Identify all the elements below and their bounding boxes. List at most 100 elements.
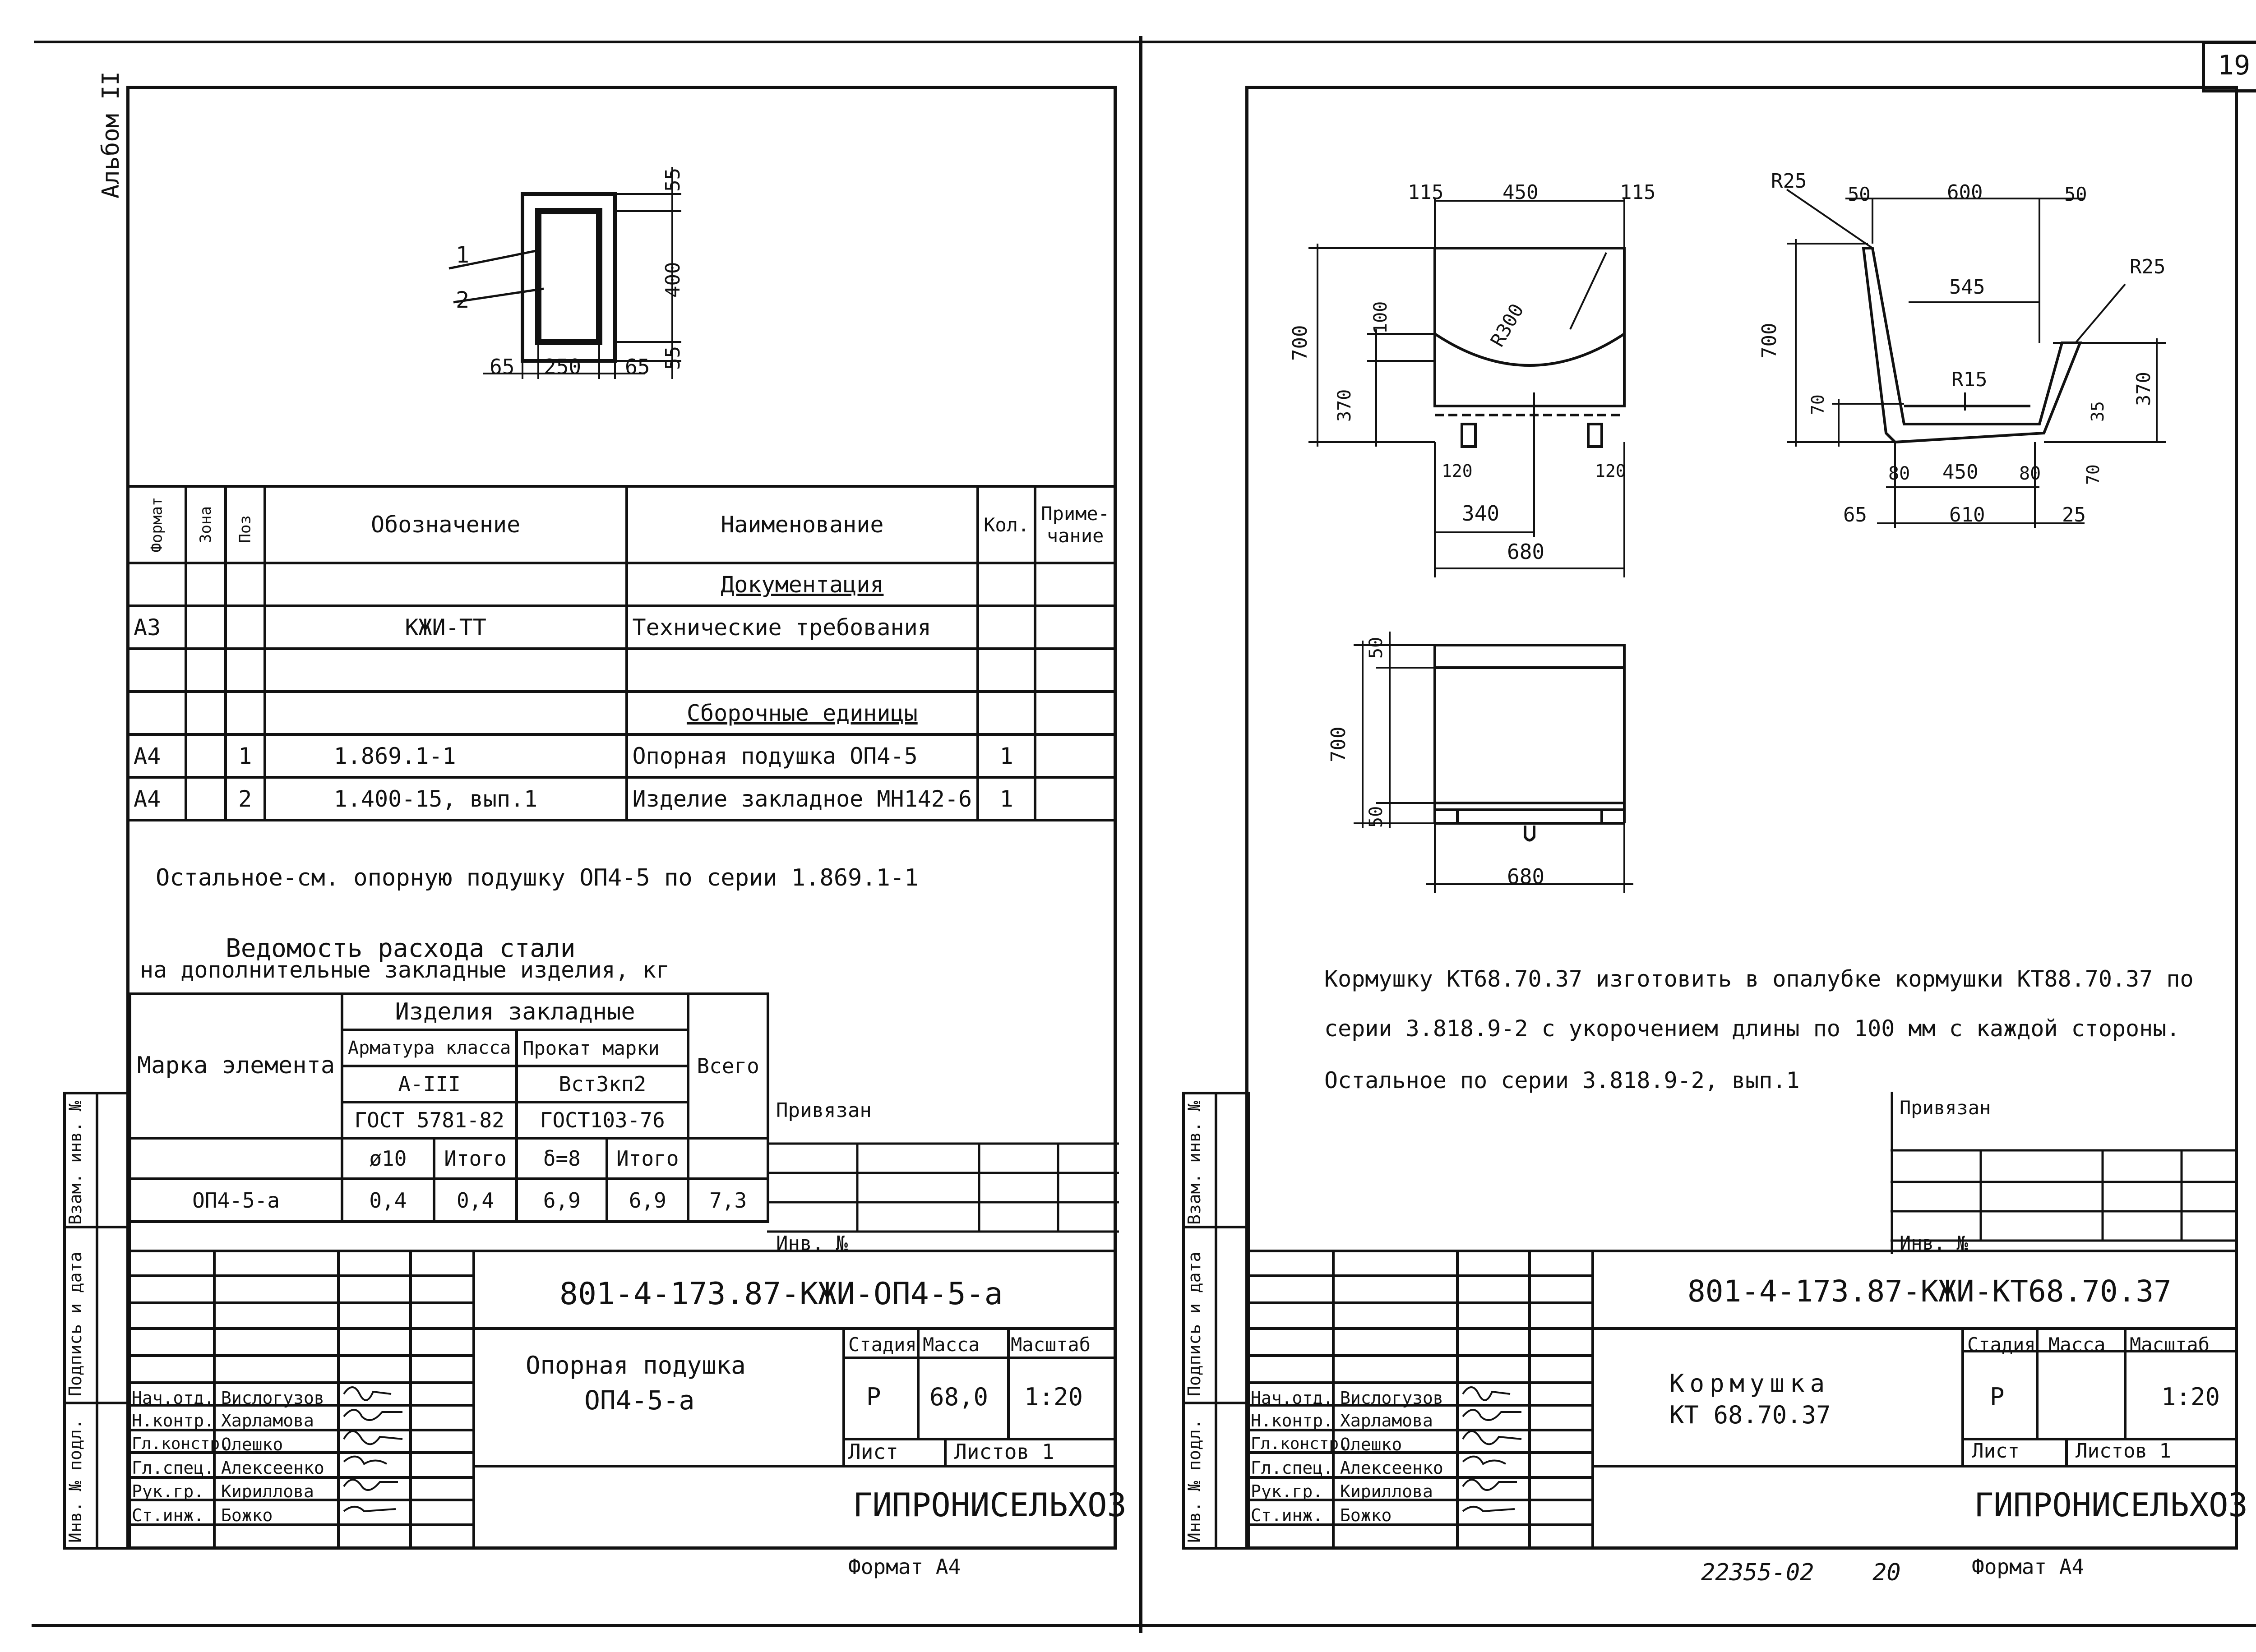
steel-d10: ø10 <box>341 1137 435 1180</box>
role: Ст.инж. <box>1251 1505 1323 1525</box>
row-designation: 1.400-15, вып.1 <box>263 776 628 821</box>
role: Ст.инж. <box>132 1505 204 1525</box>
inv-no-label-right: Инв. № <box>1900 1232 1968 1254</box>
steel-group-header: Изделия закладные <box>340 992 690 1031</box>
role: Нач.отд. <box>1251 1388 1334 1408</box>
steel-row-grand: 7,3 <box>687 1177 769 1223</box>
dim-400: 400 <box>661 262 684 298</box>
code-left: 801-4-173.87-КЖИ-ОП4-5-а <box>559 1276 1003 1312</box>
dim-450: 450 <box>1502 181 1539 204</box>
title-left-1: Опорная подушка <box>526 1351 746 1380</box>
role: Гл.констр. <box>1251 1435 1349 1453</box>
steel-total1: Итого <box>432 1137 518 1180</box>
footer-code: 22355-02 <box>1701 1559 1814 1586</box>
dim-25: 25 <box>2062 503 2086 526</box>
steel-delta: δ=8 <box>515 1137 609 1180</box>
org-left: ГИПРОНИСЕЛЬХОЗ <box>853 1486 1127 1524</box>
spec-table: Формат Зона Поз Обозначение Наименование… <box>126 485 1117 821</box>
dim-115-left: 115 <box>1408 181 1444 204</box>
dim-120-left: 120 <box>1442 461 1473 481</box>
row-format: А4 <box>126 776 187 821</box>
privyazan-grid <box>767 1142 1119 1233</box>
col-format: Формат <box>126 485 187 564</box>
dim-115-right: 115 <box>1620 181 1656 204</box>
dim-120-right: 120 <box>1595 461 1626 481</box>
page-number-box <box>2202 41 2256 92</box>
title-right-2: КТ 68.70.37 <box>1669 1401 1831 1429</box>
sheet-label: Лист <box>848 1440 898 1464</box>
dim-50-left: 50 <box>1848 183 1871 205</box>
label-part-1: 1 <box>456 242 470 268</box>
steel-row-mark: ОП4-5-а <box>129 1177 343 1223</box>
mass-value: 68,0 <box>929 1383 989 1411</box>
dim-700-section: 700 <box>1758 323 1781 359</box>
steel-title-2: на дополнительные закладные изделия, кг <box>140 957 670 983</box>
dim-680: 680 <box>1507 540 1545 564</box>
steel-rebar-gost: ГОСТ 5781-82 <box>340 1101 518 1140</box>
dim-70-left: 70 <box>1808 394 1828 415</box>
side-podpis: Подпись и дата <box>65 1251 85 1396</box>
row-qty <box>976 605 1037 650</box>
dim-80-right: 80 <box>2019 463 2041 484</box>
left-side-strip <box>63 1092 131 1550</box>
page-number: 19 <box>2218 50 2251 81</box>
format-right: Формат А4 <box>1972 1555 2085 1579</box>
steel-mark-header: Марка элемента <box>129 992 343 1140</box>
dim-r15: R15 <box>1951 368 1988 391</box>
dim-700: 700 <box>1289 325 1312 361</box>
remark: Остальное-см. опорную подушку ОП4-5 по с… <box>156 864 919 891</box>
scale-header-right: Масштаб <box>2130 1334 2210 1356</box>
person-name: Олешко <box>1340 1435 1402 1454</box>
role: Н.контр. <box>132 1411 215 1431</box>
dim-r25-left: R25 <box>1771 170 1807 193</box>
side-vzam: Взам. инв. № <box>65 1101 85 1225</box>
col-note: Приме- чание <box>1034 485 1117 564</box>
row-name: Изделие закладное МН142-6 <box>625 776 980 821</box>
dim-80-left: 80 <box>1888 463 1910 484</box>
col-pos: Поз <box>224 485 266 564</box>
dim-545: 545 <box>1949 276 1985 299</box>
steel-title-1: Ведомость расхода стали <box>226 934 576 963</box>
note-2: серии 3.818.9-2 с укорочением длины по 1… <box>1324 1015 2180 1042</box>
person-name: Божко <box>221 1505 273 1525</box>
dim-55-bottom: 55 <box>661 346 684 370</box>
row-qty: 1 <box>976 776 1037 821</box>
person-name: Вислогузов <box>1340 1388 1443 1408</box>
mass-header: Масса <box>923 1334 980 1356</box>
role: Гл.констр. <box>132 1435 230 1453</box>
steel-row-total1: 0,4 <box>432 1177 518 1223</box>
steel-rebar-class: Арматура класса <box>340 1029 518 1067</box>
steel-rolled-header: Прокат марки <box>515 1029 690 1067</box>
row-name: Технические требования <box>625 605 980 650</box>
dim-340: 340 <box>1462 501 1500 526</box>
format-left: Формат А4 <box>848 1555 961 1579</box>
section-docs: Документация <box>721 571 884 598</box>
mass-header-right: Масса <box>2048 1334 2106 1356</box>
steel-total-header: Всего <box>687 992 769 1140</box>
feeder-plan-view <box>1354 632 1633 893</box>
dim-50-bottom: 50 <box>1366 806 1387 828</box>
stage-header: Стадия <box>848 1334 917 1356</box>
role: Нач.отд. <box>132 1388 215 1408</box>
left-drawing <box>448 167 681 379</box>
row-format: А4 <box>126 733 187 779</box>
feeder-section-view <box>1786 189 2166 528</box>
stage-value: Р <box>866 1383 881 1411</box>
footer-num: 20 <box>1872 1559 1901 1586</box>
steel-total2: Итого <box>606 1137 690 1180</box>
person-name: Алексеенко <box>221 1458 324 1478</box>
person-name: Вислогузов <box>221 1388 324 1408</box>
album-label: Альбом II <box>97 71 125 198</box>
dim-610: 610 <box>1949 503 1985 526</box>
bottom-border <box>32 1624 2256 1627</box>
person-name: Кириллова <box>221 1481 314 1501</box>
scale-header: Масштаб <box>1011 1334 1091 1356</box>
feeder-front-view <box>1308 198 1626 577</box>
col-zone: Зона <box>184 485 227 564</box>
row-qty: 1 <box>976 733 1037 779</box>
top-border <box>34 41 2256 43</box>
dim-50-right: 50 <box>2064 183 2087 205</box>
col-qty: Кол. <box>976 485 1037 564</box>
dim-250: 250 <box>544 355 582 379</box>
title-block-left-grid <box>126 1250 1117 1550</box>
